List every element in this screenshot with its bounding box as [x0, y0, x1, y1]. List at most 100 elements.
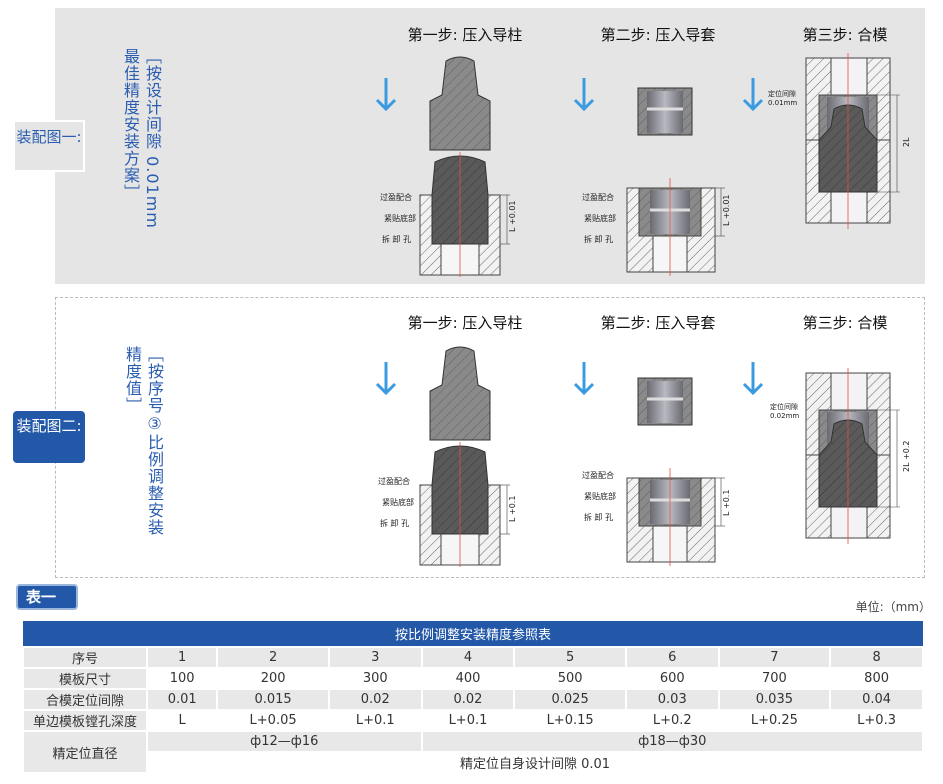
annotation-label: 过盈配合 — [380, 193, 412, 202]
table-cell: 200 — [216, 667, 330, 690]
assembly-label-2: 装配图二: — [13, 411, 85, 463]
step-title: 第三步: 合模 — [802, 26, 888, 44]
table-cell: 0.02 — [327, 688, 423, 711]
table-cell: 0.02 — [420, 688, 516, 711]
diameter-small: ф12—ф16 — [146, 730, 423, 753]
annotation-label: 紧贴底部 — [584, 492, 616, 501]
table-cell: 700 — [717, 667, 832, 690]
gap-label: 定位间隙 — [768, 90, 796, 98]
gap-value: 0.02mm — [770, 412, 800, 420]
step-title: 第一步: 压入导柱 — [407, 314, 523, 332]
row-header: 模板尺寸 — [22, 667, 148, 690]
guide-bush — [637, 87, 693, 136]
vertical-caption-2a: ［按序号③比例调整安装 — [145, 346, 164, 536]
annotation-label: 拆 卸 孔 — [380, 519, 410, 528]
diameter-note: 精定位自身设计间隙 0.01 — [146, 751, 924, 774]
guide-bush — [637, 377, 693, 426]
vertical-caption-1a: ［按设计间隙 0.01mm — [143, 48, 162, 229]
down-arrow-icon — [742, 362, 764, 396]
pin-pressed-into-plate: L +0.1 — [419, 442, 517, 567]
annotation-label: 过盈配合 — [582, 193, 614, 202]
diameter-header: 精定位直径 — [22, 730, 148, 774]
row-header: 单边模板镗孔深度 — [22, 709, 148, 732]
table-cell: 4 — [420, 646, 516, 669]
depth-dimension: L +0.1 — [722, 490, 731, 516]
table-cell: L+0.2 — [624, 709, 720, 732]
down-arrow-icon — [573, 78, 595, 112]
table-cell: 500 — [513, 667, 627, 690]
table-cell: L — [145, 709, 219, 732]
depth-dimension: L +0.01 — [722, 194, 731, 226]
down-arrow-icon — [742, 78, 764, 112]
row-header: 序号 — [22, 646, 148, 669]
annotation-label: 拆 卸 孔 — [382, 235, 412, 244]
table-tab-label: 表一 — [16, 584, 78, 610]
annotation-label: 紧贴底部 — [384, 214, 416, 223]
depth-dimension: 2L — [902, 137, 911, 147]
down-arrow-icon — [375, 362, 397, 396]
table-cell: L+0.3 — [829, 709, 924, 732]
gap-value: 0.01mm — [768, 99, 798, 107]
table-cell: 0.035 — [717, 688, 832, 711]
assembly-label-1: 装配图一: — [13, 120, 85, 172]
table-cell: 6 — [624, 646, 720, 669]
table-cell: 1 — [145, 646, 219, 669]
table-cell: 0.04 — [829, 688, 924, 711]
annotation-label: 过盈配合 — [582, 471, 614, 480]
table-cell: 0.025 — [513, 688, 627, 711]
table-cell: 3 — [327, 646, 423, 669]
depth-dimension: L +0.1 — [508, 496, 517, 522]
annotation-label: 紧贴底部 — [382, 498, 414, 507]
table-cell: 5 — [513, 646, 627, 669]
step-title: 第一步: 压入导柱 — [407, 26, 523, 44]
table-cell: 100 — [145, 667, 219, 690]
step-title: 第三步: 合模 — [802, 314, 888, 332]
table-cell: L+0.1 — [327, 709, 423, 732]
table-cell: 0.03 — [624, 688, 720, 711]
step-title: 第二步: 压入导套 — [600, 314, 716, 332]
table-cell: 0.01 — [145, 688, 219, 711]
annotation-label: 拆 卸 孔 — [584, 235, 614, 244]
depth-dimension: 2L +0.2 — [902, 440, 911, 472]
gap-label: 定位间隙 — [770, 403, 798, 411]
vertical-caption-1b: 最佳精度安装方案］ — [121, 48, 140, 201]
table-title: 按比例调整安装精度参照表 — [23, 621, 923, 647]
table-cell: L+0.05 — [216, 709, 330, 732]
table-cell: L+0.1 — [420, 709, 516, 732]
table-cell: 2 — [216, 646, 330, 669]
table-cell: 400 — [420, 667, 516, 690]
table-cell: 0.015 — [216, 688, 330, 711]
guide-pin — [429, 56, 491, 151]
bush-pressed-into-plate: L +0.1 — [626, 468, 731, 566]
diameter-large: ф18—ф30 — [420, 730, 925, 753]
annotation-label: 过盈配合 — [378, 477, 410, 486]
annotation-label: 紧贴底部 — [584, 214, 616, 223]
mold-closed-assembly: 2L — [805, 53, 911, 229]
table-cell: 300 — [327, 667, 423, 690]
bush-pressed-into-plate: L +0.01 — [626, 178, 731, 276]
table-cell: 800 — [829, 667, 924, 690]
row-header: 合模定位间隙 — [22, 688, 148, 711]
depth-dimension: L +0.01 — [508, 200, 517, 232]
table-cell: 7 — [717, 646, 832, 669]
vertical-caption-2b: 精度值］ — [123, 346, 142, 414]
down-arrow-icon — [573, 362, 595, 396]
step-title: 第二步: 压入导套 — [600, 26, 716, 44]
table-cell: 600 — [624, 667, 720, 690]
down-arrow-icon — [375, 78, 397, 112]
table-cell: L+0.15 — [513, 709, 627, 732]
table-cell: 8 — [829, 646, 924, 669]
table-cell: L+0.25 — [717, 709, 832, 732]
mold-closed-assembly: 2L +0.2 — [805, 368, 911, 544]
annotation-label: 拆 卸 孔 — [584, 513, 614, 522]
unit-label: 单位:（mm） — [855, 600, 931, 614]
pin-pressed-into-plate: L +0.01 — [419, 152, 517, 277]
guide-pin — [429, 346, 491, 441]
